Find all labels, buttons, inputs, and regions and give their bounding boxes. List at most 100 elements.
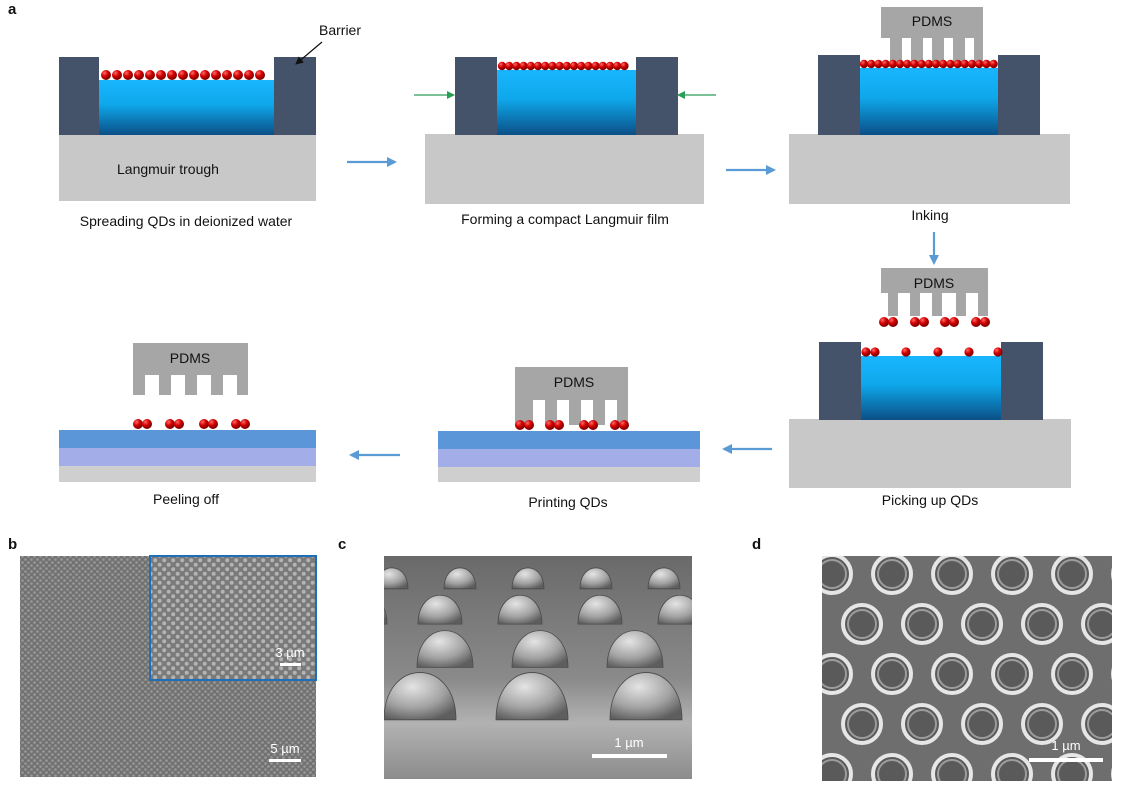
ring bbox=[991, 753, 1033, 781]
qd-particle bbox=[101, 70, 111, 80]
scale-bar-inset bbox=[280, 663, 301, 666]
qd-particle bbox=[620, 61, 629, 71]
ring-inner bbox=[937, 759, 967, 781]
qd-particle bbox=[199, 419, 209, 429]
ring-inner bbox=[1027, 609, 1057, 639]
langmuir-trough bbox=[789, 419, 1071, 488]
qd-particle bbox=[505, 61, 514, 71]
qd-particle bbox=[953, 59, 962, 69]
langmuir-trough bbox=[789, 134, 1070, 204]
step-caption: Inking bbox=[911, 207, 948, 223]
barrier-right bbox=[636, 57, 678, 135]
ring-inner bbox=[1118, 560, 1130, 588]
qd-particle bbox=[610, 420, 620, 430]
qd-particle bbox=[971, 317, 981, 327]
qd-particle bbox=[888, 317, 898, 327]
qd-particle bbox=[931, 59, 941, 69]
barrier-right bbox=[274, 57, 316, 135]
ring-inner bbox=[997, 659, 1027, 689]
qd-particle bbox=[975, 59, 984, 69]
qd-particle bbox=[619, 420, 629, 430]
ring-inner bbox=[967, 609, 997, 639]
qd-particle bbox=[211, 70, 221, 80]
qd-particle bbox=[548, 61, 557, 71]
qd-particle bbox=[949, 317, 959, 327]
step-caption: Forming a compact Langmuir film bbox=[461, 211, 669, 227]
qd-particle bbox=[895, 59, 905, 69]
dome bbox=[495, 672, 569, 721]
qd-particle bbox=[613, 61, 622, 71]
ring-inner bbox=[847, 709, 877, 739]
ring bbox=[1081, 603, 1112, 645]
panel-label-b: b bbox=[8, 536, 17, 553]
qd-layer bbox=[515, 420, 629, 430]
step-printing: PDMS Printing QDs bbox=[438, 367, 700, 510]
trough-label: Langmuir trough bbox=[117, 161, 219, 177]
qd-particle bbox=[189, 70, 199, 80]
substrate-layer bbox=[438, 449, 700, 467]
langmuir-trough bbox=[425, 134, 704, 204]
ring-inner bbox=[937, 659, 967, 689]
qd-layer bbox=[861, 317, 1003, 357]
substrate-layer-top bbox=[438, 431, 700, 449]
dome-array bbox=[384, 567, 692, 721]
qd-particle bbox=[524, 420, 534, 430]
dome bbox=[416, 630, 474, 668]
ring-inner bbox=[1057, 659, 1087, 689]
qd-particle bbox=[861, 347, 871, 357]
dome bbox=[384, 567, 409, 590]
substrate bbox=[438, 467, 700, 482]
ring-inner bbox=[822, 659, 847, 689]
qd-particle bbox=[982, 59, 991, 69]
ring-inner bbox=[1118, 760, 1130, 788]
ring-inner bbox=[822, 759, 847, 781]
qd-particle bbox=[903, 59, 912, 69]
panel-label-a: a bbox=[8, 1, 17, 18]
substrate-layer-top bbox=[59, 430, 316, 448]
ring-inner bbox=[877, 559, 907, 589]
ring-array bbox=[822, 556, 1130, 788]
qd-particle bbox=[233, 70, 243, 80]
qd-particle bbox=[512, 61, 521, 71]
qd-particle bbox=[888, 59, 897, 69]
qd-particle bbox=[533, 61, 543, 71]
qd-particle bbox=[208, 419, 218, 429]
water bbox=[497, 70, 636, 135]
barrier-left bbox=[455, 57, 497, 135]
ring-inner bbox=[877, 659, 907, 689]
dome bbox=[511, 567, 545, 590]
qd-particle bbox=[133, 419, 143, 429]
ring bbox=[822, 653, 853, 695]
qd-particle bbox=[881, 59, 890, 69]
qd-particle bbox=[244, 70, 254, 80]
ring-inner bbox=[967, 709, 997, 739]
ring-inner bbox=[997, 559, 1027, 589]
pdms-label: PDMS bbox=[912, 13, 952, 29]
qd-particle bbox=[901, 347, 911, 357]
qd-particle bbox=[989, 59, 998, 69]
dome bbox=[384, 608, 388, 625]
qd-particle bbox=[939, 59, 948, 69]
scale-bar bbox=[269, 759, 301, 762]
ring bbox=[1111, 767, 1112, 781]
qd-particle bbox=[910, 59, 919, 69]
barrier-left bbox=[818, 55, 860, 135]
qd-particle bbox=[859, 59, 869, 69]
pdms-stamp bbox=[881, 268, 988, 316]
qd-particle bbox=[874, 59, 883, 69]
qd-particle bbox=[867, 59, 876, 69]
step-caption: Printing QDs bbox=[528, 494, 607, 510]
ring-inner bbox=[1087, 609, 1112, 639]
ring-inner bbox=[907, 609, 937, 639]
scale-label: 1 µm bbox=[614, 735, 643, 750]
panel-label-c: c bbox=[338, 536, 346, 553]
qd-particle bbox=[515, 420, 525, 430]
pdms-stamp bbox=[133, 343, 248, 395]
qd-particle bbox=[145, 70, 155, 80]
qd-particle bbox=[584, 61, 593, 71]
dome bbox=[417, 595, 463, 625]
dome bbox=[384, 672, 457, 721]
ring bbox=[931, 753, 973, 781]
step-spreading: Langmuir trough Barrier Spreading QDs in… bbox=[59, 22, 361, 229]
